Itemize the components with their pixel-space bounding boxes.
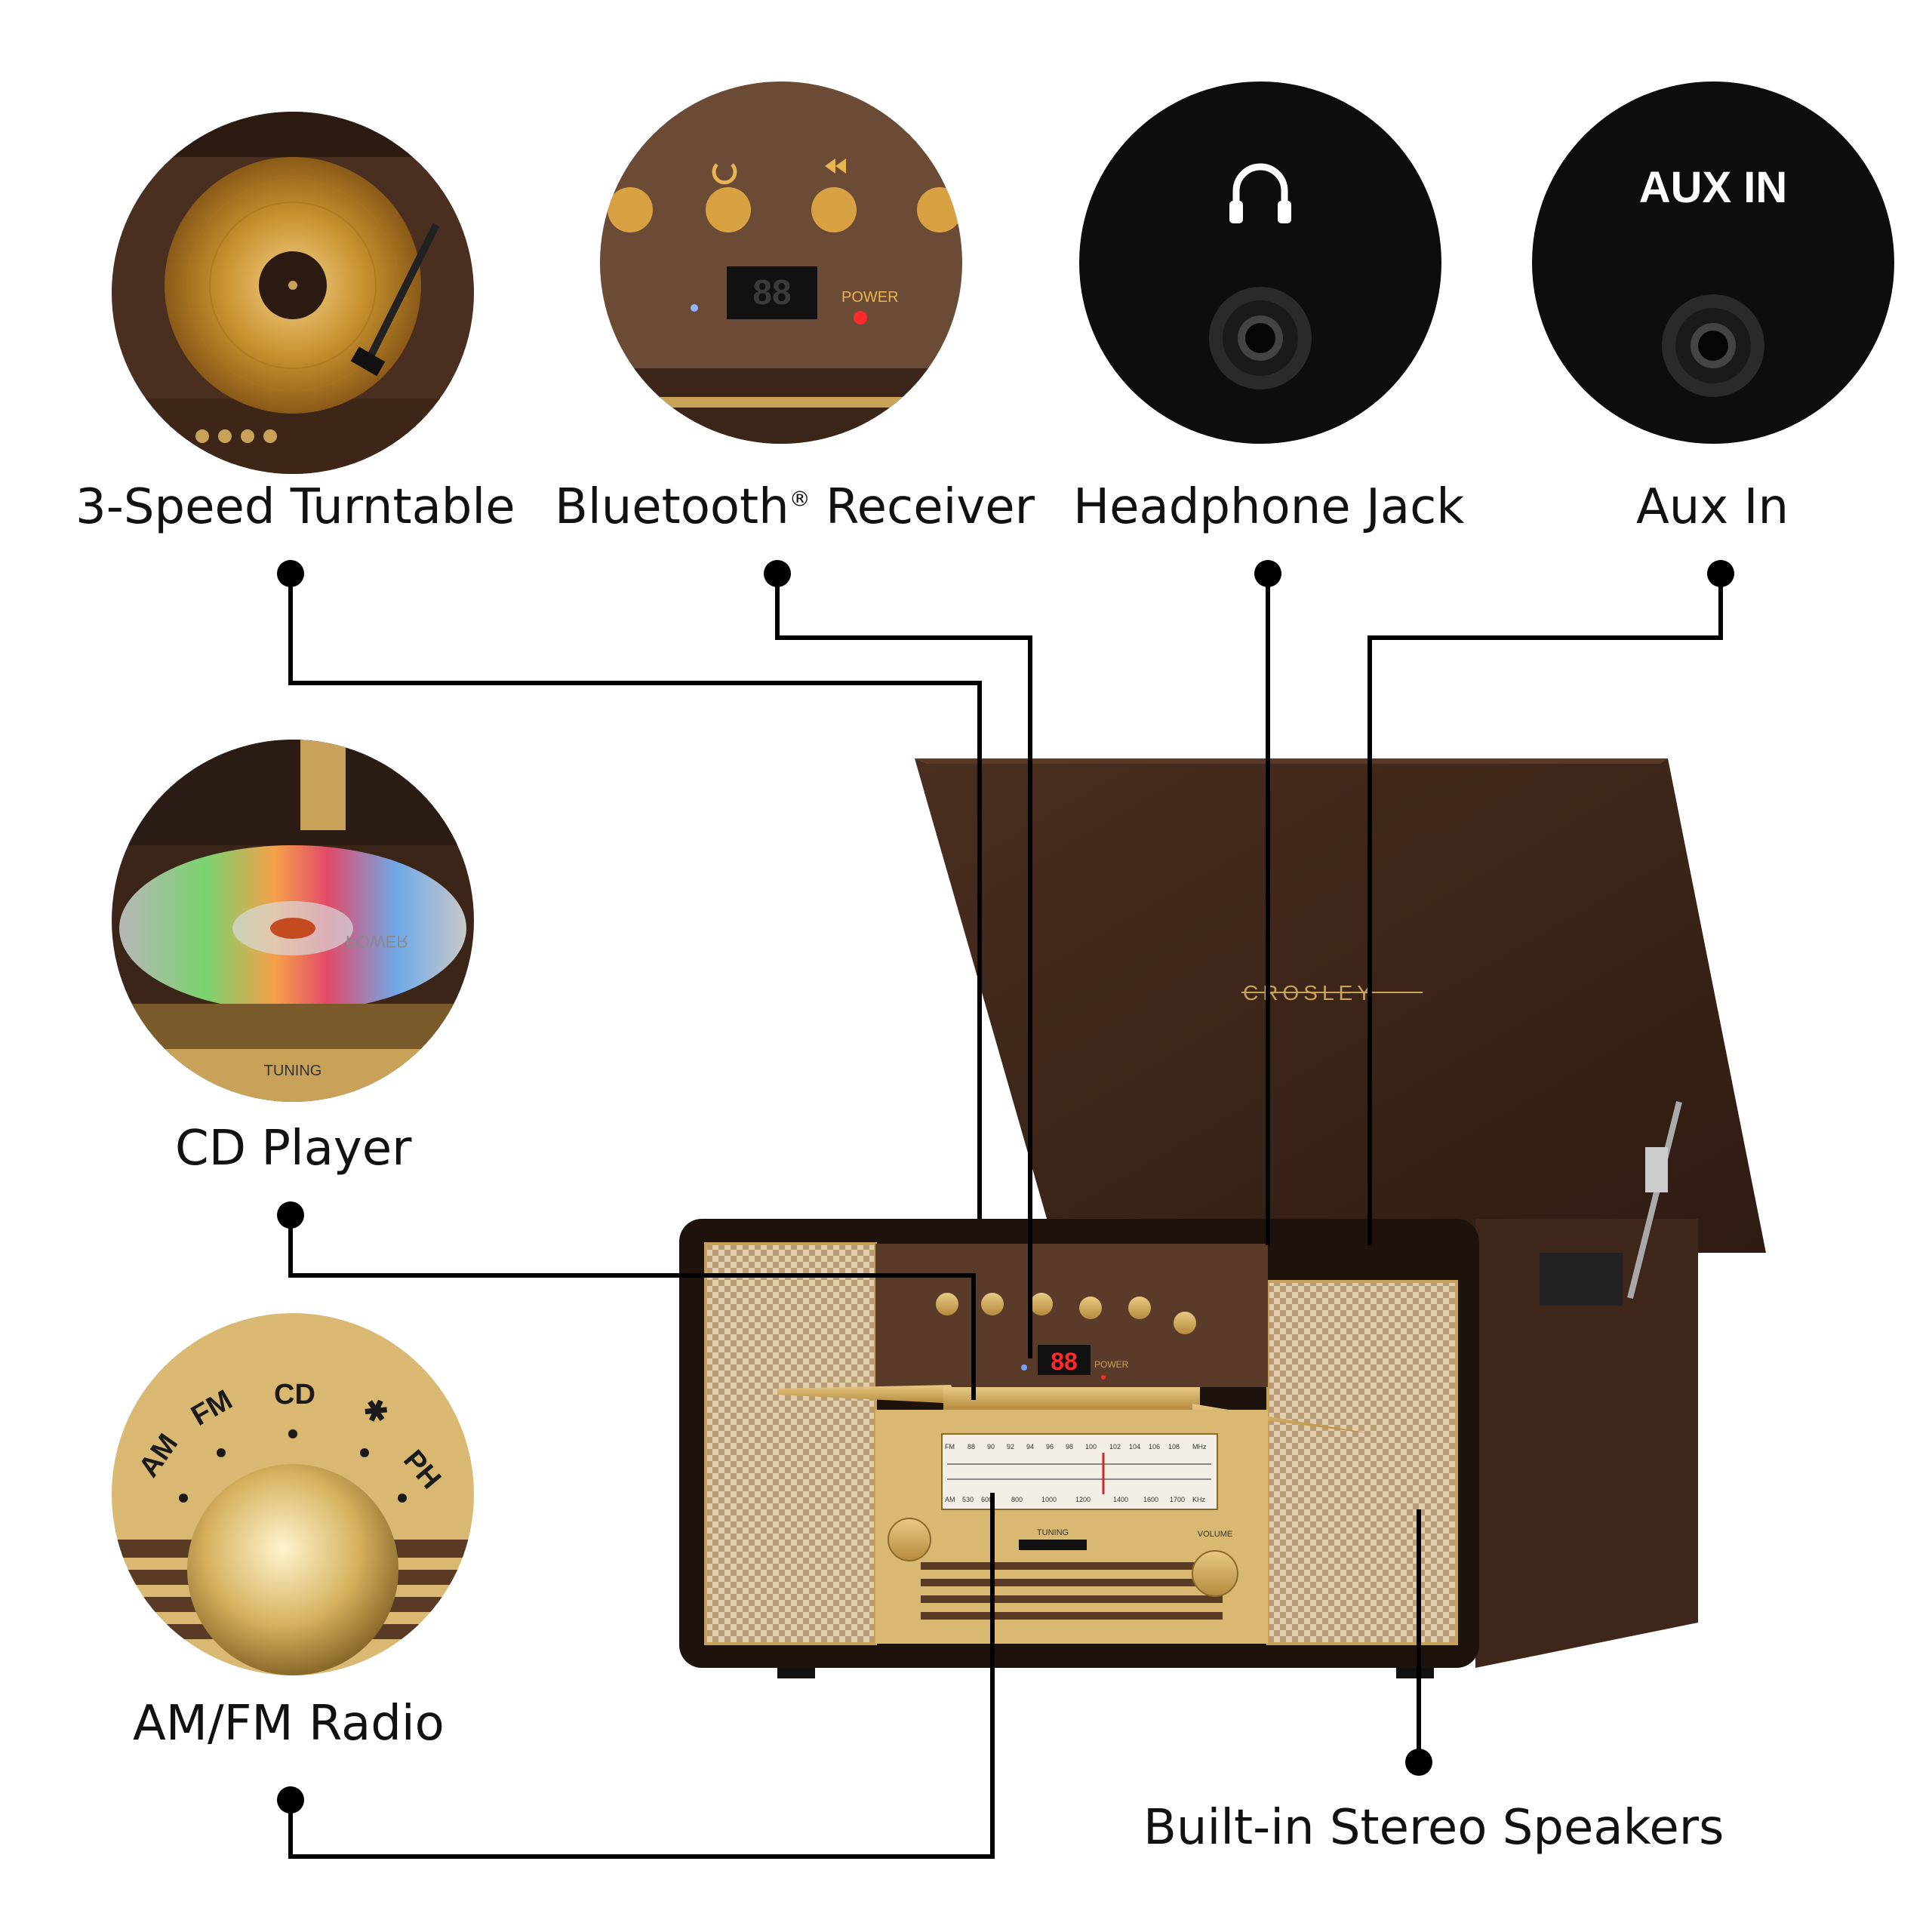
- svg-text:106: 106: [1149, 1443, 1160, 1451]
- svg-text:MHz: MHz: [1192, 1443, 1207, 1451]
- svg-text:FM: FM: [945, 1443, 955, 1451]
- stop-button[interactable]: [981, 1293, 1004, 1315]
- bluetooth-label-main: Bluetooth: [555, 479, 789, 535]
- cd-tuning-text: TUNING: [264, 1063, 322, 1079]
- tuning-dial: [941, 1433, 1218, 1510]
- lid-hinge: [1627, 1101, 1682, 1299]
- leader-dots: [277, 560, 1734, 1814]
- leader-lines: [288, 574, 1723, 1859]
- headphone-icon: [1232, 163, 1288, 214]
- fm-scale: FM 88 90 92 94 96 98 100 102 104 106 108…: [945, 1443, 1207, 1451]
- svg-text:108: 108: [1168, 1443, 1180, 1451]
- aux-detail-image: AUX IN: [1532, 82, 1894, 444]
- radio-label: AM/FM Radio: [133, 1696, 445, 1752]
- function-knob[interactable]: [888, 1518, 931, 1561]
- svg-text:94: 94: [1026, 1443, 1034, 1451]
- headphone-detail-image: [1079, 82, 1441, 444]
- svg-text:88: 88: [968, 1443, 975, 1451]
- svg-text:1400: 1400: [1113, 1496, 1128, 1503]
- svg-text:96: 96: [1046, 1443, 1054, 1451]
- aux-label: Aux In: [1636, 479, 1789, 535]
- tuning-text: TUNING: [1037, 1528, 1069, 1537]
- svg-text:KHz: KHz: [1192, 1496, 1206, 1503]
- svg-text:102: 102: [1109, 1443, 1121, 1451]
- next-button[interactable]: [1128, 1297, 1151, 1319]
- am-scale: AM 530 600 800 1000 1200 1400 1600 1700 …: [945, 1496, 1206, 1503]
- bluetooth-label: Bluetooth® Receiver: [555, 483, 1035, 531]
- svg-text:AM: AM: [945, 1496, 955, 1503]
- radio-mode-cd: CD: [274, 1379, 315, 1411]
- lid[interactable]: [915, 758, 1766, 1253]
- svg-text:600: 600: [981, 1496, 992, 1503]
- tonearm-base: [1540, 1253, 1623, 1306]
- svg-text:800: 800: [1011, 1496, 1023, 1503]
- repeat-button[interactable]: [1030, 1293, 1053, 1315]
- svg-text:1000: 1000: [1041, 1496, 1057, 1503]
- volume-text: VOLUME: [1198, 1530, 1232, 1539]
- bluetooth-indicator: [1021, 1364, 1027, 1371]
- svg-text:1600: 1600: [1143, 1496, 1158, 1503]
- cd-power-text: POWER: [346, 932, 408, 951]
- svg-text:92: 92: [1007, 1443, 1014, 1451]
- svg-text:104: 104: [1129, 1443, 1140, 1451]
- left-speaker-grille: [706, 1244, 875, 1644]
- svg-text:90: 90: [987, 1443, 995, 1451]
- svg-text:88: 88: [752, 272, 791, 312]
- device-power-text: POWER: [1094, 1359, 1129, 1370]
- speakers-label: Built-in Stereo Speakers: [1143, 1800, 1724, 1856]
- bluetooth-label-rest: Receiver: [810, 479, 1035, 535]
- svg-text:1700: 1700: [1170, 1496, 1185, 1503]
- svg-text:1200: 1200: [1075, 1496, 1091, 1503]
- bluetooth-power-text: POWER: [841, 289, 899, 306]
- previous-button[interactable]: [1079, 1297, 1102, 1319]
- turntable-label: 3-Speed Turntable: [75, 479, 515, 535]
- svg-text:530: 530: [962, 1496, 974, 1503]
- headphone-label: Headphone Jack: [1073, 479, 1465, 535]
- cd-label: CD Player: [175, 1121, 412, 1177]
- led-display: [1038, 1345, 1091, 1375]
- right-speaker-grille: [1268, 1281, 1457, 1644]
- svg-text:100: 100: [1085, 1443, 1097, 1451]
- led-digits: 88: [1051, 1348, 1078, 1375]
- svg-text:98: 98: [1066, 1443, 1073, 1451]
- registered-mark: ®: [789, 486, 811, 512]
- radio-detail-image: AM FM CD ✱ PH: [112, 1313, 474, 1675]
- tuning-slider[interactable]: [1019, 1540, 1087, 1550]
- volume-knob[interactable]: [1192, 1550, 1238, 1597]
- control-buttons: [936, 1293, 1196, 1334]
- eject-button[interactable]: [1174, 1312, 1196, 1334]
- play-pause-button[interactable]: [936, 1293, 958, 1315]
- aux-in-text: AUX IN: [1639, 163, 1788, 212]
